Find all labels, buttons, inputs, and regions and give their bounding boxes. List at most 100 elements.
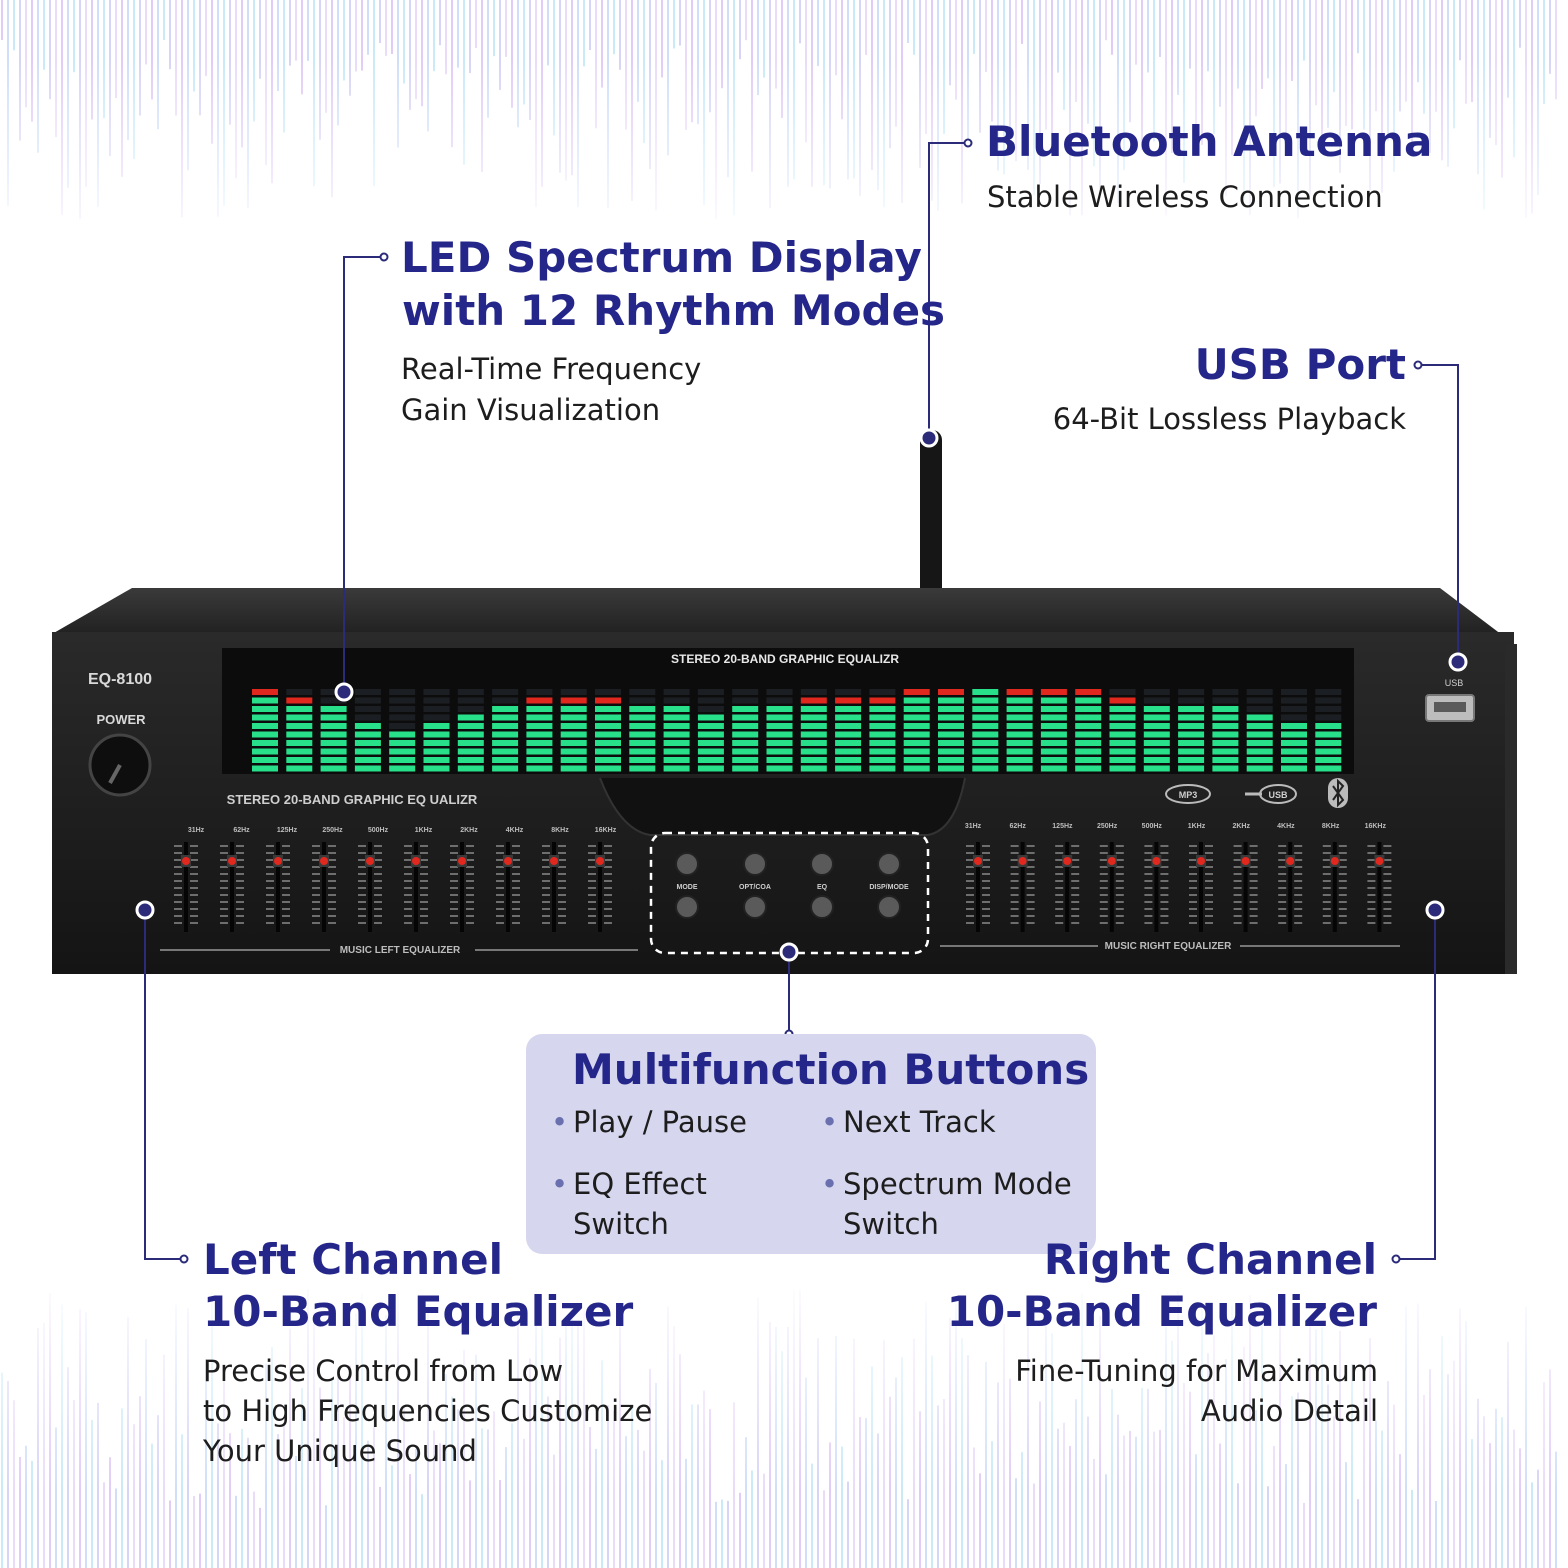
wave-stripe: [1399, 0, 1401, 112]
freq-label: 62Hz: [233, 827, 250, 834]
wave-stripe: [1255, 0, 1257, 117]
freq-label: 1KHz: [415, 827, 433, 834]
spectrum-segment: [1212, 740, 1239, 746]
bluetooth-title: Bluetooth Antenna: [986, 117, 1433, 166]
spectrum-segment: [526, 731, 553, 738]
right-title-line2: 10-Band Equalizer: [946, 1287, 1377, 1336]
slider-led: [1152, 857, 1161, 865]
mf-item-spectrum-mode-cont: Switch: [843, 1207, 939, 1241]
usb-title: USB Port: [1194, 340, 1406, 389]
spectrum-segment: [800, 697, 827, 704]
spectrum-segment: [972, 740, 999, 746]
slider-track: [230, 842, 234, 932]
spectrum-segment: [1315, 757, 1342, 763]
spectrum-segment: [835, 748, 862, 755]
spectrum-segment: [1246, 731, 1273, 738]
device-button: [877, 895, 901, 919]
spectrum-segment: [1075, 697, 1102, 704]
freq-label: 2KHz: [460, 827, 478, 834]
wave-stripe: [277, 1434, 279, 1568]
wave-stripe: [25, 1445, 27, 1568]
wave-stripe: [343, 1417, 345, 1568]
spectrum-segment: [320, 731, 347, 738]
wave-stripe: [589, 1427, 591, 1568]
wave-stripe: [757, 0, 759, 96]
spectrum-segment: [286, 714, 313, 721]
wave-stripe: [1261, 0, 1263, 89]
mp3-badge: [1165, 784, 1211, 804]
spectrum-segment: [766, 723, 793, 729]
wave-stripe: [907, 0, 909, 43]
slider-track: [1109, 842, 1114, 932]
left-subtitle-line3: Your Unique Sound: [203, 1434, 477, 1468]
chassis-top: [52, 588, 1514, 644]
model-label: EQ-8100: [88, 671, 152, 688]
freq-label: 125Hz: [1052, 823, 1073, 830]
spectrum-segment: [423, 740, 450, 746]
slider-led: [596, 857, 604, 865]
spectrum-segment: [1281, 731, 1307, 738]
spectrum-segment: [286, 765, 313, 772]
wave-stripe: [163, 0, 165, 41]
spectrum-segment: [663, 697, 690, 704]
spectrum-segment: [423, 765, 450, 772]
freq-label: 16KHz: [1365, 823, 1387, 830]
spectrum-segment: [800, 723, 827, 729]
spectrum-segment: [1040, 723, 1067, 729]
spectrum-segment: [1075, 740, 1102, 746]
wave-stripe: [661, 1460, 663, 1568]
slider-track: [1288, 842, 1293, 932]
wave-stripe: [865, 1418, 867, 1568]
slider-track: [1377, 842, 1382, 932]
bluetooth-subtitle: Stable Wireless Connection: [987, 180, 1383, 214]
spectrum-segment: [663, 765, 690, 772]
wave-stripe: [1303, 1502, 1305, 1568]
wave-stripe: [595, 1448, 597, 1568]
spectrum-segment: [1246, 740, 1273, 746]
spectrum-segment: [560, 723, 587, 729]
spectrum-segment: [697, 757, 724, 763]
spectrum-segment: [1040, 731, 1067, 738]
spectrum-segment: [560, 689, 587, 695]
wave-stripe: [229, 1433, 231, 1568]
anchor-right: [1425, 900, 1445, 920]
spectrum-segment: [869, 765, 896, 772]
spectrum-segment: [457, 689, 484, 695]
wave-stripe: [817, 0, 819, 66]
spectrum-segment: [354, 689, 381, 695]
wave-stripe: [217, 1423, 219, 1568]
wave-stripe: [1483, 1416, 1485, 1568]
wave-stripe: [487, 0, 489, 118]
spectrum-segment: [560, 706, 587, 712]
freq-label: 8KHz: [1322, 823, 1340, 830]
spectrum-segment: [938, 757, 964, 763]
spectrum-segment: [1212, 689, 1239, 695]
spectrum-segment: [1246, 714, 1273, 721]
wave-stripe: [13, 0, 15, 51]
wave-stripe: [511, 0, 513, 108]
spectrum-segment: [1040, 714, 1067, 721]
spectrum-segment: [972, 731, 999, 738]
mf-item-play-pause: Play / Pause: [551, 1102, 747, 1142]
wave-stripe: [1, 0, 3, 40]
spectrum-segment: [903, 731, 930, 738]
spectrum-segment: [457, 723, 484, 729]
wave-stripe: [763, 0, 765, 78]
wave-stripe: [913, 0, 915, 55]
spectrum-segment: [663, 740, 690, 746]
spectrum-segment: [629, 697, 656, 704]
spectrum-segment: [423, 689, 450, 695]
spectrum-segment: [1075, 689, 1102, 695]
spectrum-segment: [766, 714, 793, 721]
device-button: [743, 895, 767, 919]
spectrum-segment: [560, 731, 587, 738]
wave-stripe: [1111, 0, 1113, 55]
wave-stripe: [49, 0, 51, 100]
spectrum-segment: [938, 697, 964, 704]
wave-stripe: [469, 0, 471, 74]
spectrum-segment: [595, 740, 621, 746]
spectrum-segment: [1178, 697, 1205, 704]
freq-label: 31Hz: [965, 823, 982, 830]
spectrum-segment: [766, 765, 793, 772]
spectrum-segment: [595, 757, 621, 763]
